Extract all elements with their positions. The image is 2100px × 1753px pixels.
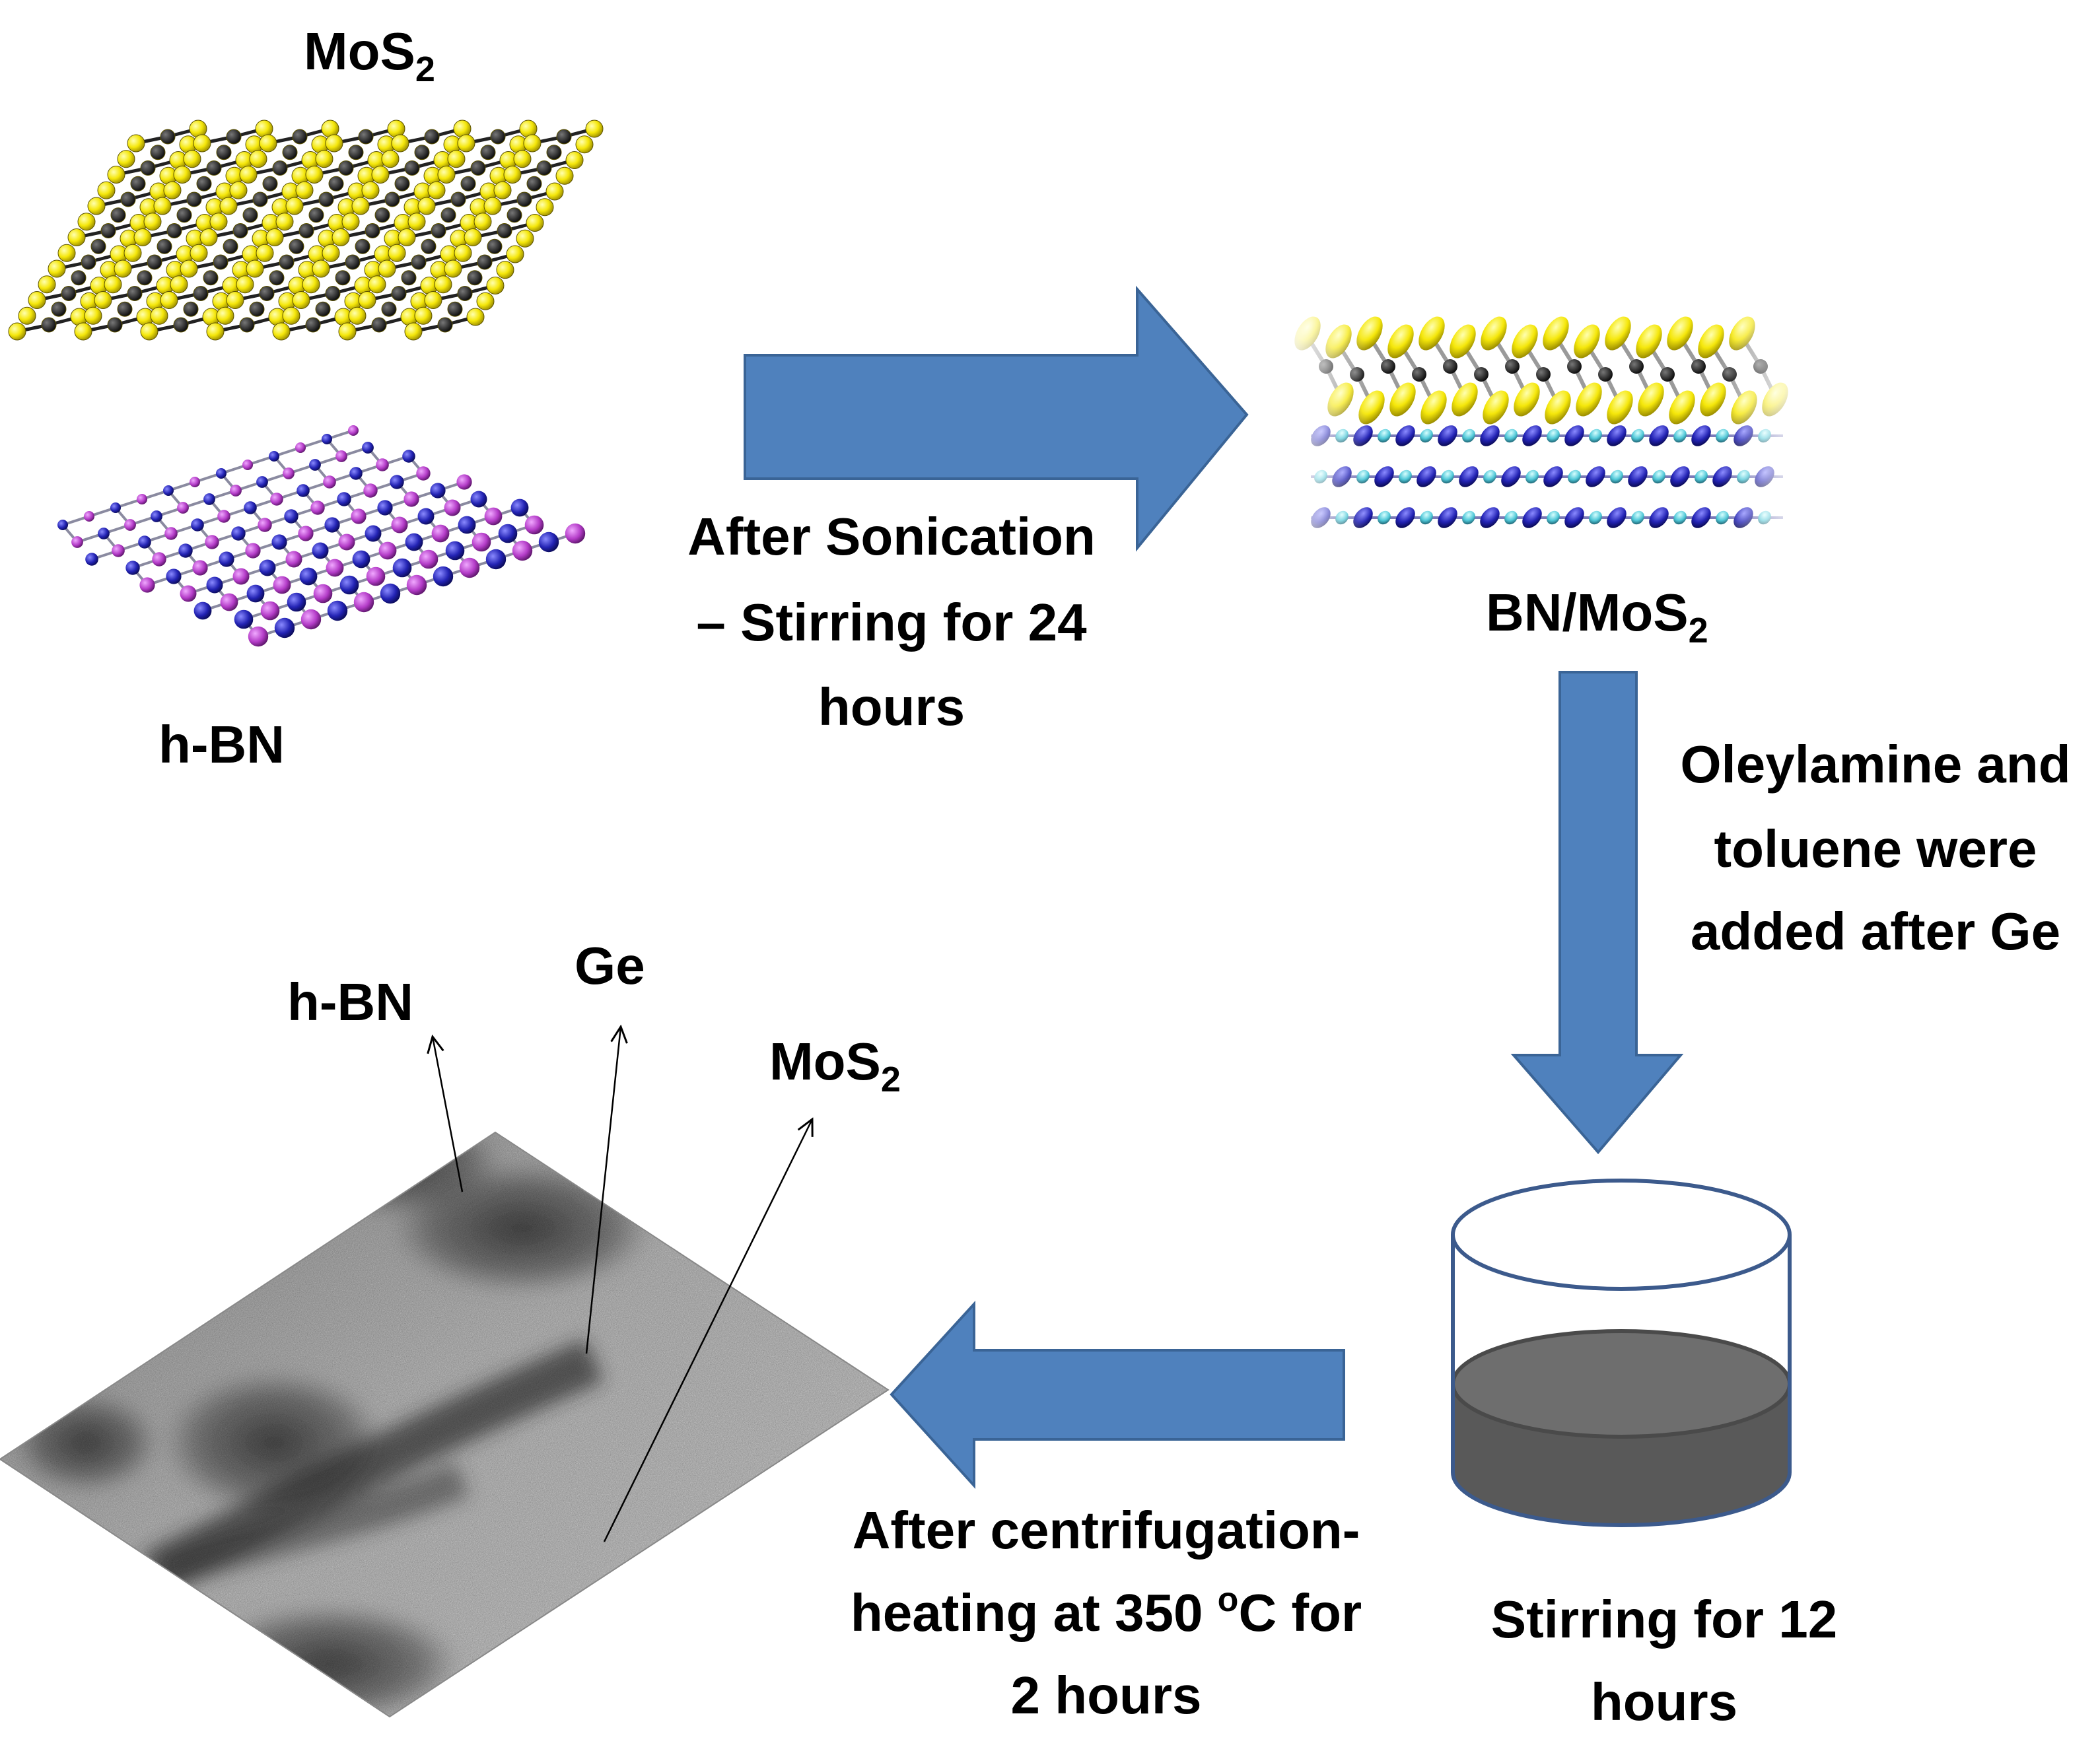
down-arrow bbox=[1510, 671, 1684, 1155]
mos2-pointer-arrow bbox=[603, 1119, 812, 1542]
sonication-line-2: – Stirring for 24 bbox=[696, 593, 1087, 652]
hbn-label: h-BN bbox=[158, 715, 285, 774]
right-arrow bbox=[744, 285, 1249, 552]
stirring-line-1: Stirring for 12 bbox=[1491, 1590, 1838, 1649]
centrifugation-step-text: After centrifugation- heating at 350 oC … bbox=[851, 1501, 1362, 1725]
sonication-line-1: After Sonication bbox=[687, 507, 1096, 566]
mos2-crystal-illustration bbox=[8, 120, 604, 341]
mos2-annotation-label: MoS2 bbox=[769, 1032, 901, 1099]
hbn-sheet-illustration bbox=[57, 425, 586, 647]
stirring-line-2: hours bbox=[1591, 1672, 1737, 1731]
hbn-pointer-arrow bbox=[433, 1037, 464, 1192]
bn-mos2-label: BN/MoS2 bbox=[1486, 583, 1708, 650]
ge-pointer-arrow bbox=[585, 1027, 621, 1354]
beaker-illustration bbox=[1451, 1179, 1792, 1527]
oleylamine-line-3: added after Ge bbox=[1691, 902, 2060, 961]
left-arrow bbox=[890, 1300, 1345, 1490]
sonication-line-3: hours bbox=[818, 677, 965, 736]
mos2-label: MoS2 bbox=[304, 22, 435, 89]
centrifugation-line-1: After centrifugation- bbox=[853, 1501, 1360, 1560]
hbn-annotation-label: h-BN bbox=[287, 973, 413, 1031]
centrifugation-line-3: 2 hours bbox=[1011, 1666, 1202, 1725]
oleylamine-line-2: toluene were bbox=[1714, 819, 2037, 878]
bn-mos2-heterostructure-illustration bbox=[1294, 284, 1796, 548]
ge-annotation-label: Ge bbox=[575, 936, 645, 995]
sonication-step-text: After Sonication – Stirring for 24 hours bbox=[687, 507, 1096, 736]
stirring-step-text: Stirring for 12 hours bbox=[1491, 1590, 1838, 1731]
oleylamine-line-1: Oleylamine and bbox=[1680, 735, 2070, 794]
oleylamine-step-text: Oleylamine and toluene were added after … bbox=[1680, 735, 2070, 961]
tem-micrograph-image bbox=[0, 1131, 890, 1718]
centrifugation-line-2: heating at 350 oC for bbox=[851, 1581, 1362, 1642]
